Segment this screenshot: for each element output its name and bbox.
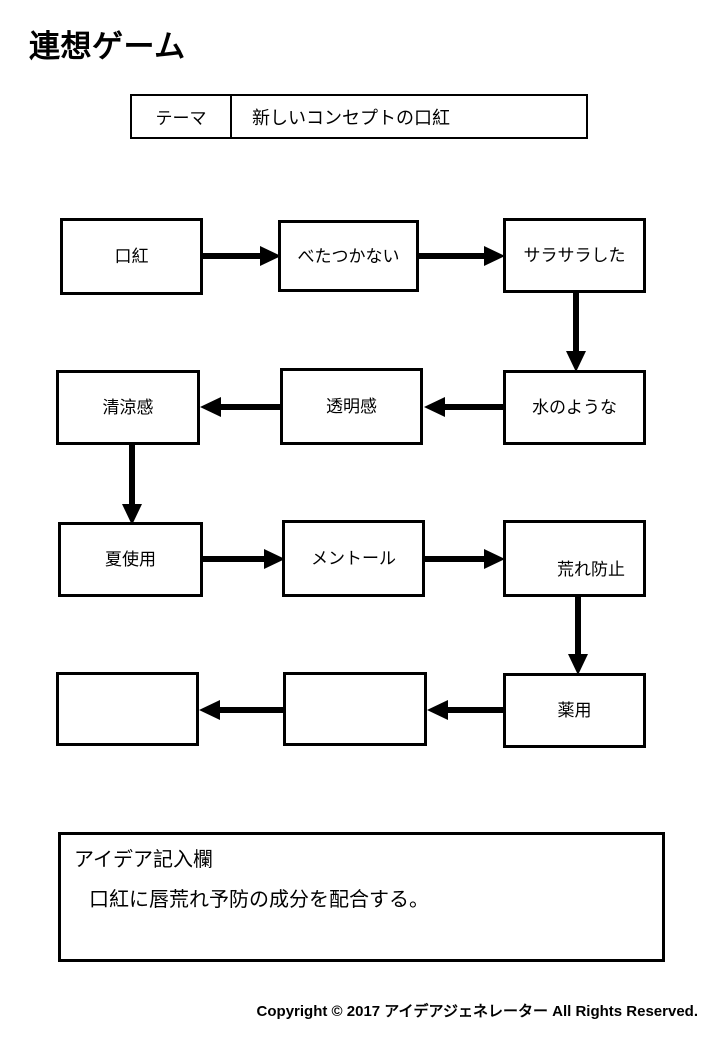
arrow-node11-to-node12 [199,699,285,721]
assoc-box-label: 口紅 [114,247,149,266]
arrow-node5-to-node6 [200,396,282,418]
arrow-node9-to-node10 [566,597,590,675]
assoc-box-node-10[interactable]: 薬用 [503,673,646,748]
idea-entry-text[interactable]: 口紅に唇荒れ予防の成分を配合する。 [89,889,429,911]
arrow-node8-to-node9 [425,548,505,570]
assoc-box-label: べたつかない [297,246,400,266]
assoc-box-node-4[interactable]: 水のような [503,370,646,445]
theme-value-cell[interactable]: 新しいコンセプトの口紅 [252,107,450,128]
assoc-box-label: メントール [311,549,396,568]
assoc-box-label: 透明感 [326,397,377,416]
assoc-box-label: 荒れ防止 [557,560,625,579]
assoc-box-node-9[interactable]: 荒れ防止 [503,520,646,597]
idea-entry-panel[interactable]: アイデア記入欄 口紅に唇荒れ予防の成分を配合する。 [58,832,665,962]
assoc-box-label: 薬用 [557,701,592,720]
assoc-box-node-7[interactable]: 夏使用 [58,522,203,597]
assoc-box-node-3[interactable]: サラサラした [503,218,646,293]
page-title: 連想ゲーム [29,29,186,64]
assoc-box-node-1[interactable]: 口紅 [60,218,203,295]
theme-table: テーマ 新しいコンセプトの口紅 [130,94,588,139]
idea-entry-heading: アイデア記入欄 [74,849,213,871]
assoc-box-node-8[interactable]: メントール [282,520,425,597]
arrow-node6-to-node7 [120,445,144,525]
arrow-node3-to-node4 [564,292,588,372]
arrow-node10-to-node11 [427,699,505,721]
assoc-box-node-6[interactable]: 清涼感 [56,370,200,445]
arrow-node2-to-node3 [419,245,505,267]
assoc-box-label: 清涼感 [102,398,154,417]
assoc-box-node-12[interactable] [56,672,199,746]
arrow-node1-to-node2 [203,245,281,267]
assoc-box-label: 水のような [532,398,617,417]
assoc-box-label: 夏使用 [105,550,156,569]
assoc-box-node-5[interactable]: 透明感 [280,368,423,445]
assoc-box-label: サラサラした [523,246,626,265]
arrow-node7-to-node8 [203,548,285,570]
assoc-box-node-11[interactable] [283,672,427,746]
arrow-node4-to-node5 [424,396,504,418]
assoc-box-node-2[interactable]: べたつかない [278,220,419,292]
footer-copyright: Copyright © 2017 アイデアジェネレーター All Rights … [256,1003,698,1020]
theme-label-cell: テーマ [132,96,232,137]
